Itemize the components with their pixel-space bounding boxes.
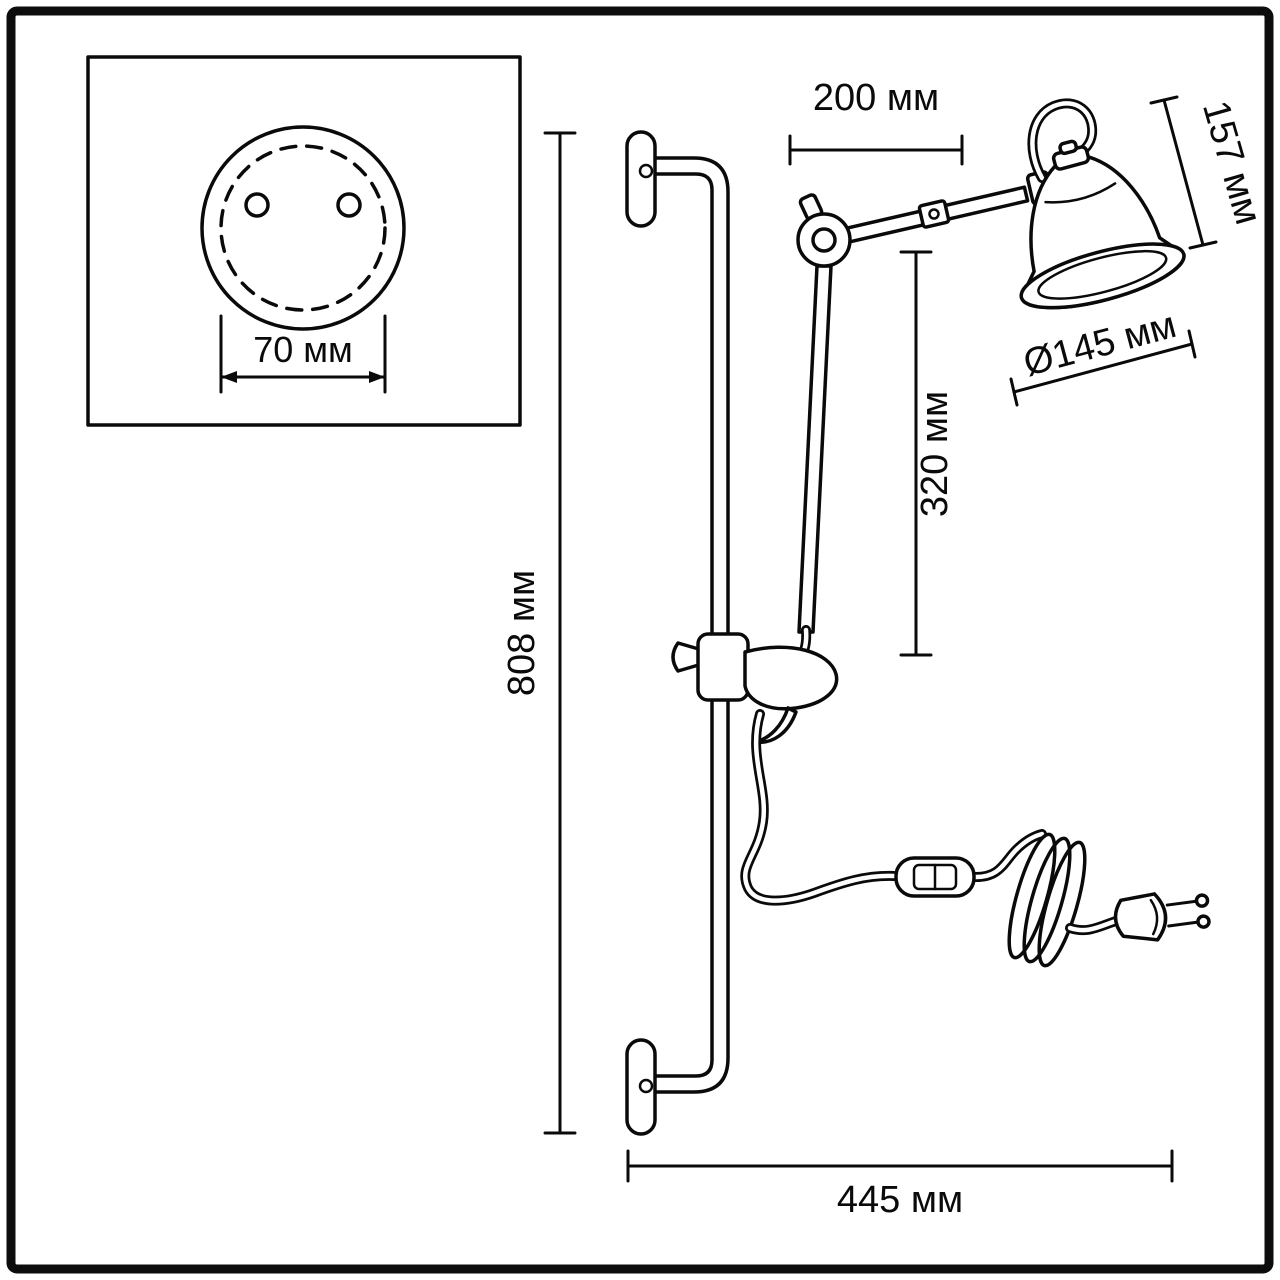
cord-segment-core — [743, 711, 897, 903]
mount-plate-outer-circle — [200, 125, 406, 331]
mount-plate-dashed-circle — [219, 144, 387, 312]
plug-prong-tip — [1196, 914, 1211, 929]
articulated-arm — [753, 98, 1098, 673]
shade-drop-label: 320 мм — [914, 391, 956, 517]
coil-loop — [1037, 840, 1087, 968]
shade-diameter-label: Ø145 мм — [1019, 304, 1180, 385]
shade-inner-ring — [1037, 249, 1168, 300]
power-cord — [740, 709, 1211, 968]
dimension-total-height: 808 мм — [501, 131, 577, 1135]
dimension-line — [1012, 342, 1194, 394]
frame-border — [6, 6, 1274, 1274]
dimension-arrow — [369, 371, 385, 383]
clamp-wing-knob — [671, 641, 704, 673]
dimension-tick — [1188, 240, 1218, 250]
wall-rail — [625, 130, 730, 1136]
rail-inner-line — [652, 172, 714, 1078]
plug-prong-tip — [1194, 893, 1210, 908]
lower-arm-rod — [797, 264, 833, 634]
inline-switch — [894, 856, 976, 898]
mount-hole-left — [244, 192, 270, 218]
plug-body-seam — [1149, 898, 1159, 936]
flange-screw — [638, 163, 654, 179]
flange-plate — [625, 130, 657, 228]
shade-cap-knob — [1058, 139, 1079, 156]
arm-length-label: 200 мм — [813, 77, 939, 119]
plug-prong-bottom — [1167, 920, 1202, 928]
shade-neck-core — [1030, 101, 1095, 181]
mount-plate-detail-inset: 70 мм — [86, 55, 522, 427]
dimension-hole-spacing: 70 мм — [219, 314, 387, 394]
arm-mid-hinge — [917, 199, 951, 229]
lamp-shade — [1019, 139, 1186, 310]
arm-mid-hinge-screw — [928, 208, 940, 220]
shade-rim — [1019, 242, 1186, 310]
clamp-handle — [743, 645, 839, 711]
flange-screw — [638, 1078, 654, 1094]
mount-hole-right — [336, 192, 362, 218]
dimension-arm-length: 200 мм — [788, 77, 964, 166]
cord-coil — [1007, 832, 1087, 968]
dimension-tick — [1149, 95, 1179, 105]
dimension-tick — [1187, 329, 1197, 359]
plug-body — [1113, 892, 1168, 942]
overall-width-label: 445 мм — [837, 1179, 963, 1221]
top-wall-flange — [625, 130, 657, 228]
dimension-tick — [1009, 377, 1019, 407]
rail-outer-line — [652, 156, 730, 1094]
inset-box — [86, 55, 522, 427]
clamp-body — [696, 632, 750, 702]
cord-segment-core — [971, 831, 1045, 880]
shade-seam — [1044, 182, 1117, 204]
coil-loop — [1022, 836, 1072, 964]
power-plug — [1113, 892, 1211, 942]
rail-slider-clamp — [671, 632, 839, 744]
dimension-shade-diameter: Ø145 мм — [1009, 304, 1197, 407]
cord-segment-core — [1067, 918, 1119, 933]
shade-height-label: 157 мм — [1194, 96, 1269, 229]
plug-prong-top — [1165, 899, 1201, 907]
dimension-overall-width: 445 мм — [626, 1149, 1174, 1221]
total-height-label: 808 мм — [501, 570, 543, 696]
bottom-wall-flange — [625, 1038, 657, 1136]
dimension-shade-drop: 320 мм — [899, 250, 956, 657]
dimension-arrow — [221, 371, 237, 383]
pivot-joint-hub — [811, 227, 837, 253]
dimension-line — [1162, 98, 1205, 247]
dimension-shade-height: 157 мм — [1149, 95, 1269, 250]
hole-spacing-label: 70 мм — [253, 329, 353, 370]
